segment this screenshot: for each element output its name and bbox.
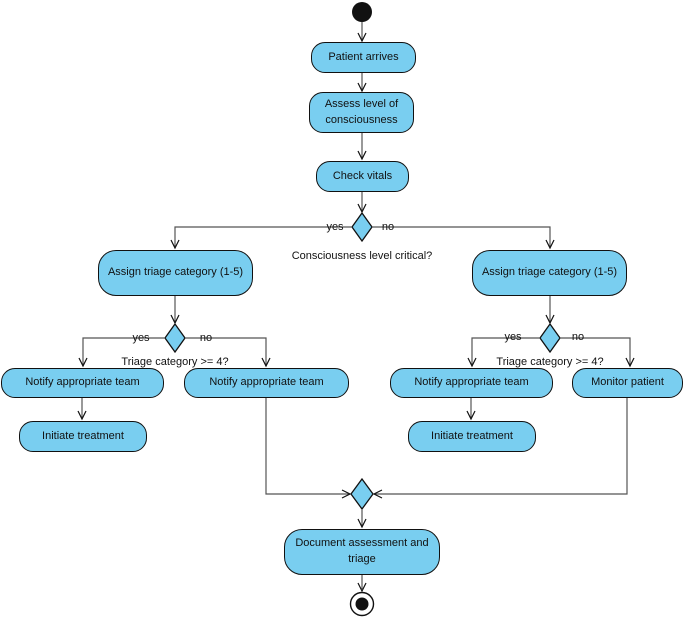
arrowhead (78, 357, 88, 368)
guard-label-yes-3: yes (504, 331, 522, 343)
guard-label-yes-2: yes (132, 332, 150, 344)
final-node (355, 597, 369, 611)
guard-label-no-1: no (381, 221, 395, 233)
guard-label-no-3: no (571, 331, 585, 343)
action-document-assessment[interactable]: Document assessment and triage (284, 529, 440, 575)
action-assign-triage-left[interactable]: Assign triage category (1-5) (98, 250, 253, 296)
arrowhead (467, 357, 477, 368)
arrowhead (372, 489, 383, 499)
decision-question-triage-right: Triage category >= 4? (496, 356, 604, 368)
arrowhead (170, 239, 180, 250)
arrowhead (357, 32, 367, 43)
arrowhead (545, 239, 555, 250)
action-initiate-treatment-left[interactable]: Initiate treatment (19, 421, 147, 452)
action-patient-arrives[interactable]: Patient arrives (311, 42, 416, 73)
decision-question-consciousness: Consciousness level critical? (291, 250, 433, 262)
guard-label-yes-1: yes (326, 221, 344, 233)
action-initiate-treatment-right[interactable]: Initiate treatment (408, 421, 536, 452)
action-monitor-patient[interactable]: Monitor patient (572, 368, 683, 398)
arrowhead (357, 518, 367, 529)
arrowhead (261, 357, 271, 368)
merge-node[interactable] (350, 477, 374, 511)
edge-notifymid-merge (265, 398, 349, 495)
arrowhead (466, 410, 476, 421)
arrowhead (357, 150, 367, 161)
action-assign-triage-right[interactable]: Assign triage category (1-5) (472, 250, 627, 296)
arrowhead (625, 357, 635, 368)
arrowhead (357, 82, 367, 93)
decision-question-triage-left: Triage category >= 4? (121, 356, 229, 368)
edge-monitor-merge (375, 398, 628, 495)
decision-consciousness[interactable] (351, 211, 373, 243)
initial-node[interactable] (352, 2, 372, 22)
edge-triageleft-yes (82, 337, 165, 365)
decision-triage-left[interactable] (164, 322, 186, 354)
action-notify-team-right[interactable]: Notify appropriate team (390, 368, 553, 398)
arrowhead (357, 582, 367, 593)
edge-triageright-yes (471, 337, 540, 365)
arrowhead (341, 489, 352, 499)
action-notify-team-left[interactable]: Notify appropriate team (1, 368, 164, 398)
action-check-vitals[interactable]: Check vitals (316, 161, 409, 192)
action-assess-consciousness[interactable]: Assess level of consciousness (309, 92, 414, 133)
edge-triageright-no (560, 337, 631, 365)
edge-triageleft-no (185, 337, 267, 365)
edge-decision-yes-left (174, 226, 352, 247)
edge-decision-no-right (372, 226, 551, 247)
action-notify-team-mid[interactable]: Notify appropriate team (184, 368, 349, 398)
decision-triage-right[interactable] (539, 322, 561, 354)
arrowhead (77, 410, 87, 421)
guard-label-no-2: no (199, 332, 213, 344)
